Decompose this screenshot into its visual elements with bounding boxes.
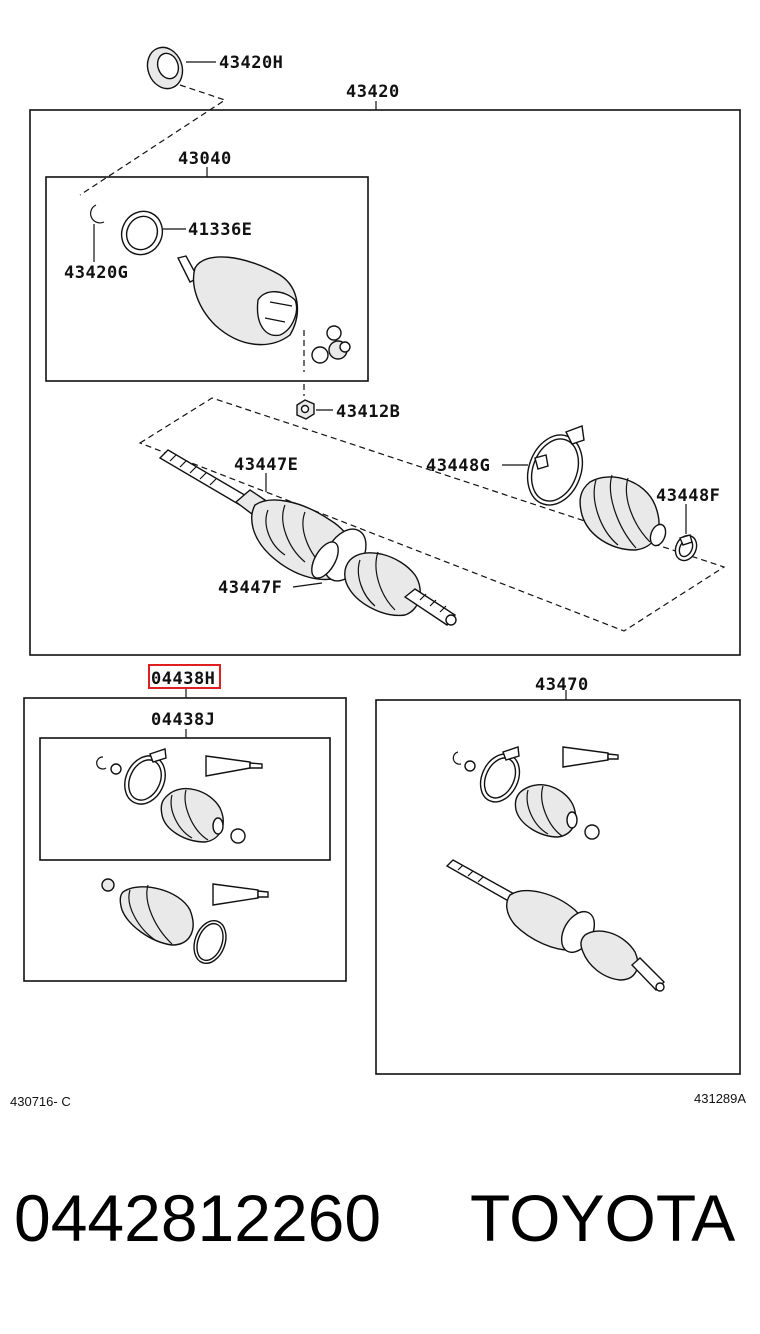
part-number: 0442812260 <box>14 1181 382 1255</box>
highlight-04438h <box>148 664 221 689</box>
boot-43447-icon[interactable] <box>579 474 668 551</box>
tripod-joint-icon[interactable] <box>311 325 351 364</box>
boot-band-43448g-icon[interactable] <box>518 425 591 513</box>
label-43447e[interactable]: 43447E <box>234 455 298 475</box>
kit-box-04438j <box>39 737 331 861</box>
nut-43412b-icon[interactable] <box>296 399 315 420</box>
seal-43420h-icon[interactable] <box>142 42 188 93</box>
inboard-joint-housing-icon[interactable] <box>176 255 299 346</box>
assembly-box-43470 <box>375 699 741 1075</box>
label-43412b[interactable]: 43412B <box>336 402 400 422</box>
label-43470[interactable]: 43470 <box>535 675 589 695</box>
shaft-43470-parts-icon[interactable] <box>445 746 665 992</box>
label-43448f[interactable]: 43448F <box>656 486 720 506</box>
label-04438j[interactable]: 04438J <box>151 710 215 730</box>
kit-outline <box>138 397 726 632</box>
kit-h-parts-icon[interactable] <box>101 878 269 968</box>
washer-41336e-icon[interactable] <box>115 205 170 262</box>
label-43420[interactable]: 43420 <box>346 82 400 102</box>
footer: 0442812260 TOYOTA <box>0 1185 760 1285</box>
leader-43420h <box>79 84 227 196</box>
snap-ring-icon[interactable] <box>90 204 105 224</box>
label-43420g[interactable]: 43420G <box>64 263 128 283</box>
label-43420h[interactable]: 43420H <box>219 53 283 73</box>
label-43447f[interactable]: 43447F <box>218 578 282 598</box>
drive-shaft-icon[interactable] <box>158 449 457 626</box>
ref-code-right: 431289A <box>694 1091 746 1106</box>
label-43040[interactable]: 43040 <box>178 149 232 169</box>
assembly-box-43420 <box>29 109 741 656</box>
ref-code-left: 430716- C <box>10 1094 71 1109</box>
brand-name: TOYOTA <box>470 1181 736 1255</box>
kit-box-04438h <box>23 697 347 982</box>
small-clamp-43448f-icon[interactable] <box>671 532 700 564</box>
label-04438h[interactable]: 04438H <box>151 669 215 689</box>
label-41336e[interactable]: 41336E <box>188 220 252 240</box>
kit-j-parts-icon[interactable] <box>96 748 263 844</box>
label-43448g[interactable]: 43448G <box>426 456 490 476</box>
parts-diagram: 43420 43420H 43040 43420G 41336E 43 <box>10 42 746 1109</box>
